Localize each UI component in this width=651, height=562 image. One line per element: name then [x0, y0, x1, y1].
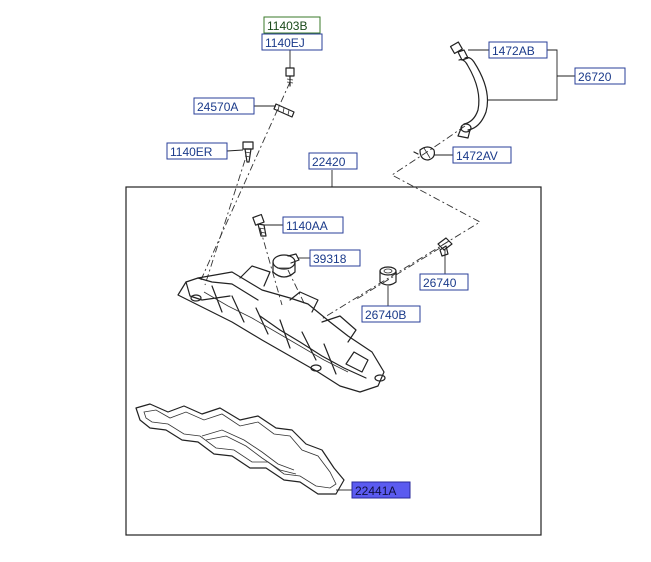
assembly-frame [125, 186, 542, 536]
label-1140er-text: 1140ER [170, 145, 213, 159]
label-22441a-text: 22441A [355, 484, 396, 498]
label-1472av-text: 1472AV [456, 149, 498, 163]
label-26740b[interactable]: 26740B [361, 305, 421, 323]
oil-cap-39318-part [272, 253, 300, 278]
label-1472ab-text: 1472AB [492, 44, 535, 58]
label-39318-text: 39318 [313, 252, 347, 266]
label-24570a[interactable]: 24570A [193, 97, 255, 115]
label-24570a-text: 24570A [197, 100, 238, 114]
breather-hose-26720-part [449, 41, 489, 139]
label-22441a[interactable]: 22441A [351, 481, 411, 499]
rocker-cover-22420-part [177, 265, 386, 393]
label-26720[interactable]: 26720 [574, 67, 626, 85]
label-1140ej[interactable]: 1140EJ [261, 33, 323, 51]
bolt-1140aa-part [252, 213, 267, 237]
label-11403b[interactable]: 11403B [263, 16, 321, 34]
label-26740-text: 26740 [423, 276, 457, 290]
bolt-1140er-part [242, 141, 254, 163]
label-1140ej-text: 1140EJ [265, 36, 305, 50]
pcv-valve-26740-part [437, 237, 453, 257]
label-1472av[interactable]: 1472AV [452, 146, 512, 164]
label-26740b-text: 26740B [365, 308, 406, 322]
bolt-1140ej-part [285, 67, 295, 87]
leader-lines [226, 49, 575, 491]
label-39318[interactable]: 39318 [309, 249, 361, 267]
label-1472ab[interactable]: 1472AB [488, 41, 548, 59]
label-1140er[interactable]: 1140ER [166, 142, 228, 160]
clip-1472av-part [413, 146, 435, 161]
gasket-22441a-part [135, 403, 345, 495]
label-26740[interactable]: 26740 [419, 273, 469, 291]
grommet-24570a-part [273, 103, 295, 118]
grommet-26740b-part [379, 266, 397, 286]
label-11403b-text: 11403B [267, 19, 307, 33]
label-22420[interactable]: 22420 [308, 152, 358, 170]
label-1140aa-text: 1140AA [286, 219, 328, 233]
label-22420-text: 22420 [312, 155, 346, 169]
label-26720-text: 26720 [578, 70, 612, 84]
assembly-lines [199, 81, 481, 321]
label-1140aa[interactable]: 1140AA [282, 216, 344, 234]
